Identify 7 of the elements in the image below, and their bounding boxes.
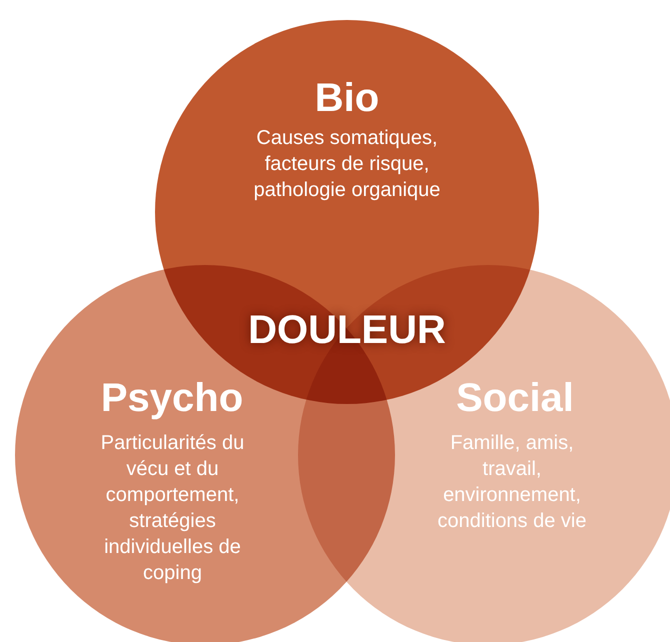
circle-description: Causes somatiques, facteurs de risque, pathologie organique	[252, 126, 442, 203]
circle-title: Social	[455, 375, 575, 421]
circle-description: Famille, amis, travail, environnement, conditions de vie	[436, 431, 588, 534]
circle-title: Bio	[314, 75, 380, 121]
circle-description: Particularités du vécu et du comportement, stratégies individuelles de coping	[100, 431, 246, 586]
circle-title: Psycho	[100, 375, 244, 421]
center-label: DOULEUR	[248, 308, 446, 353]
